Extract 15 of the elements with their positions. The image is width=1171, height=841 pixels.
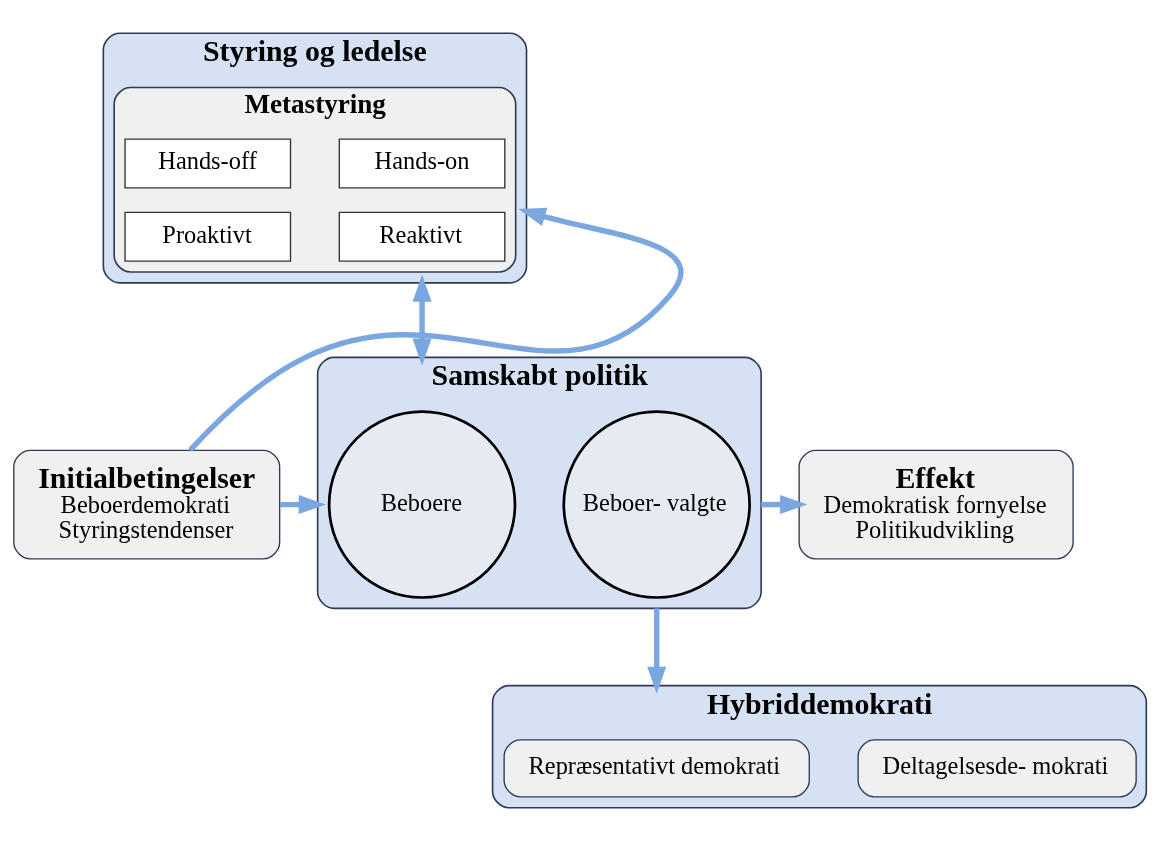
arrow	[412, 274, 432, 366]
arrow	[280, 495, 326, 515]
node-box: Deltagelsesde- mokrati	[857, 739, 1137, 798]
node-box: Hands-off	[124, 138, 292, 189]
node-box: Initialbetingelser Beboerdemokrati Styringstendenser	[13, 449, 281, 560]
node-box: Repræsentativt demokrati	[503, 739, 810, 798]
node-box: Hands-on	[338, 138, 506, 189]
arrow	[188, 207, 684, 452]
node-circle: Beboer- valgte	[562, 410, 751, 599]
arrow	[647, 608, 667, 694]
node-box: Reaktivt	[338, 211, 506, 262]
arrow	[761, 495, 808, 515]
node-box: Effekt Demokratisk fornyelse Politikudvikling	[798, 449, 1074, 560]
node-box: Proaktivt	[124, 211, 292, 262]
node-circle: Beboere	[327, 410, 517, 599]
